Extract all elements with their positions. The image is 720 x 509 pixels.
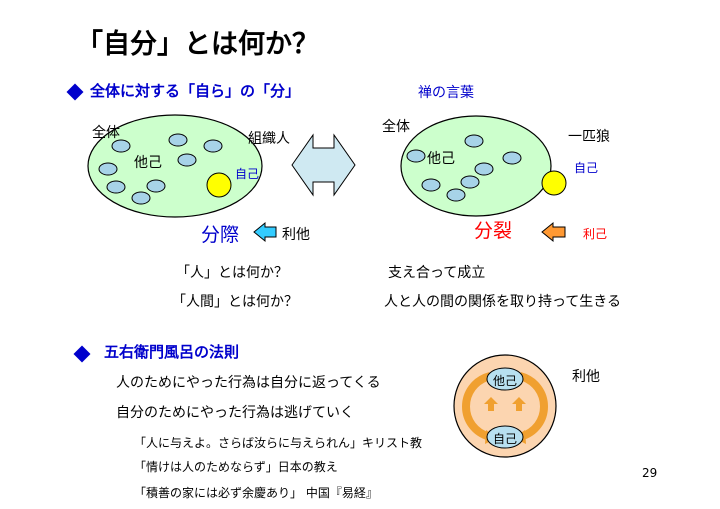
page-number: 29 bbox=[642, 466, 658, 480]
left-whole-label: 全体 bbox=[92, 125, 120, 141]
loner-label: 一匹狼 bbox=[568, 129, 610, 145]
up-arrow-right-icon bbox=[512, 397, 526, 411]
cyan-arrow-icon bbox=[253, 221, 277, 243]
quote-china: 「積善の家には必ず余慶あり」 中国『易経』 bbox=[134, 486, 378, 500]
orange-arrow-icon bbox=[541, 221, 566, 243]
right-others-label: 他己 bbox=[427, 151, 455, 167]
law-line-1: 人のためにやった行為は自分に返ってくる bbox=[116, 375, 381, 391]
bath-self-bubble bbox=[486, 425, 524, 449]
egoism-label: 利己 bbox=[583, 227, 608, 241]
law-line-2: 自分のためにやった行為は逃げていく bbox=[116, 405, 354, 421]
question-hito: 「人」とは何か？ bbox=[176, 265, 288, 281]
answer-ningen: 人と人の間の関係を取り持って生きる bbox=[384, 294, 622, 310]
right-curve-arrow-icon bbox=[518, 372, 548, 441]
section1-heading: 全体に対する「自ら」の「分」 bbox=[90, 82, 301, 100]
page-title: 「自分」とは何か？ bbox=[76, 29, 319, 60]
left-others-cells bbox=[98, 133, 223, 205]
quote-japan: 「情けは人のためならず」日本の教え bbox=[134, 460, 338, 474]
question-ningen: 「人間」とは何か？ bbox=[172, 294, 298, 310]
answer-hito: 支え合って成立 bbox=[388, 265, 486, 281]
bath-self-label: 自己 bbox=[493, 432, 518, 446]
left-curve-arrow-icon bbox=[462, 372, 492, 441]
left-altruism-label: 利他 bbox=[282, 227, 310, 243]
double-arrow-icon bbox=[291, 133, 356, 197]
left-others-label: 他己 bbox=[134, 155, 162, 171]
bath-others-bubble bbox=[486, 367, 524, 391]
right-others-cells bbox=[406, 134, 522, 202]
bath-others-label: 他己 bbox=[493, 374, 518, 388]
right-self-label: 自己 bbox=[574, 161, 599, 175]
bungai-label: 分際 bbox=[201, 224, 240, 246]
zen-label: 禅の言葉 bbox=[418, 85, 474, 101]
left-self-circle bbox=[206, 172, 232, 198]
member-label: 組織人 bbox=[248, 131, 290, 147]
left-self-label: 自己 bbox=[235, 167, 260, 181]
right-whole-label: 全体 bbox=[382, 119, 410, 135]
quote-christianity: 「人に与えよ。さらば汝らに与えられん」キリスト教 bbox=[134, 436, 423, 450]
up-arrow-left-icon bbox=[484, 397, 498, 411]
section2-heading: 五右衛門風呂の法則 bbox=[104, 343, 240, 361]
right-self-circle bbox=[541, 170, 567, 196]
bath-altruism-label: 利他 bbox=[572, 369, 600, 385]
bunretsu-label: 分裂 bbox=[474, 220, 513, 242]
